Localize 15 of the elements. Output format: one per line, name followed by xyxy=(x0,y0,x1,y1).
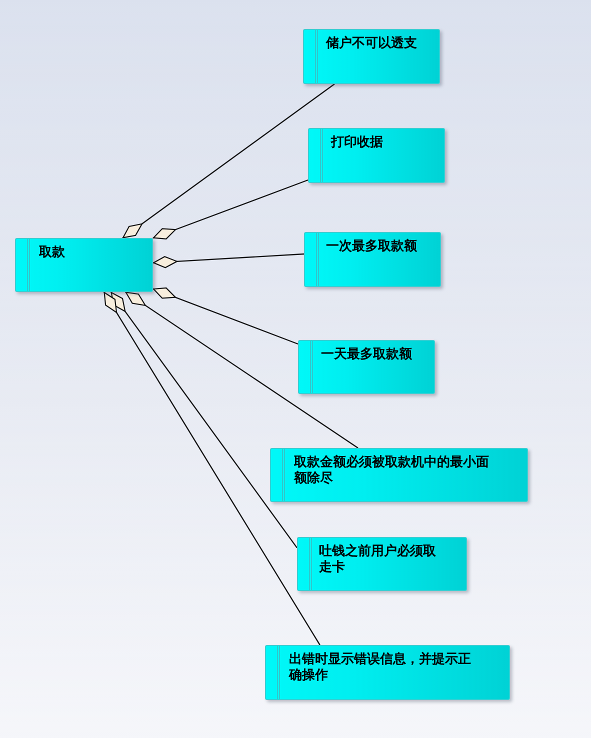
class-box: 一天最多取款额 xyxy=(298,340,435,394)
aggregation-connector xyxy=(152,179,308,240)
class-box: 一次最多取款额 xyxy=(304,232,441,287)
class-box: 出错时显示错误信息，并提示正确操作 xyxy=(265,645,510,700)
class-box: 吐钱之前用户必须取走卡 xyxy=(297,537,467,591)
aggregation-connector xyxy=(103,292,320,646)
aggregation-connector xyxy=(122,84,335,238)
class-box: 取款 xyxy=(15,238,153,292)
aggregation-connector xyxy=(110,292,298,548)
class-box: 储户不可以透支 xyxy=(303,29,440,84)
aggregation-connector xyxy=(152,287,298,345)
aggregation-connector xyxy=(152,253,304,268)
class-box: 取款金额必须被取款机中的最小面额除尽 xyxy=(270,448,528,502)
aggregation-connector xyxy=(125,292,358,448)
class-box: 打印收据 xyxy=(308,128,445,183)
